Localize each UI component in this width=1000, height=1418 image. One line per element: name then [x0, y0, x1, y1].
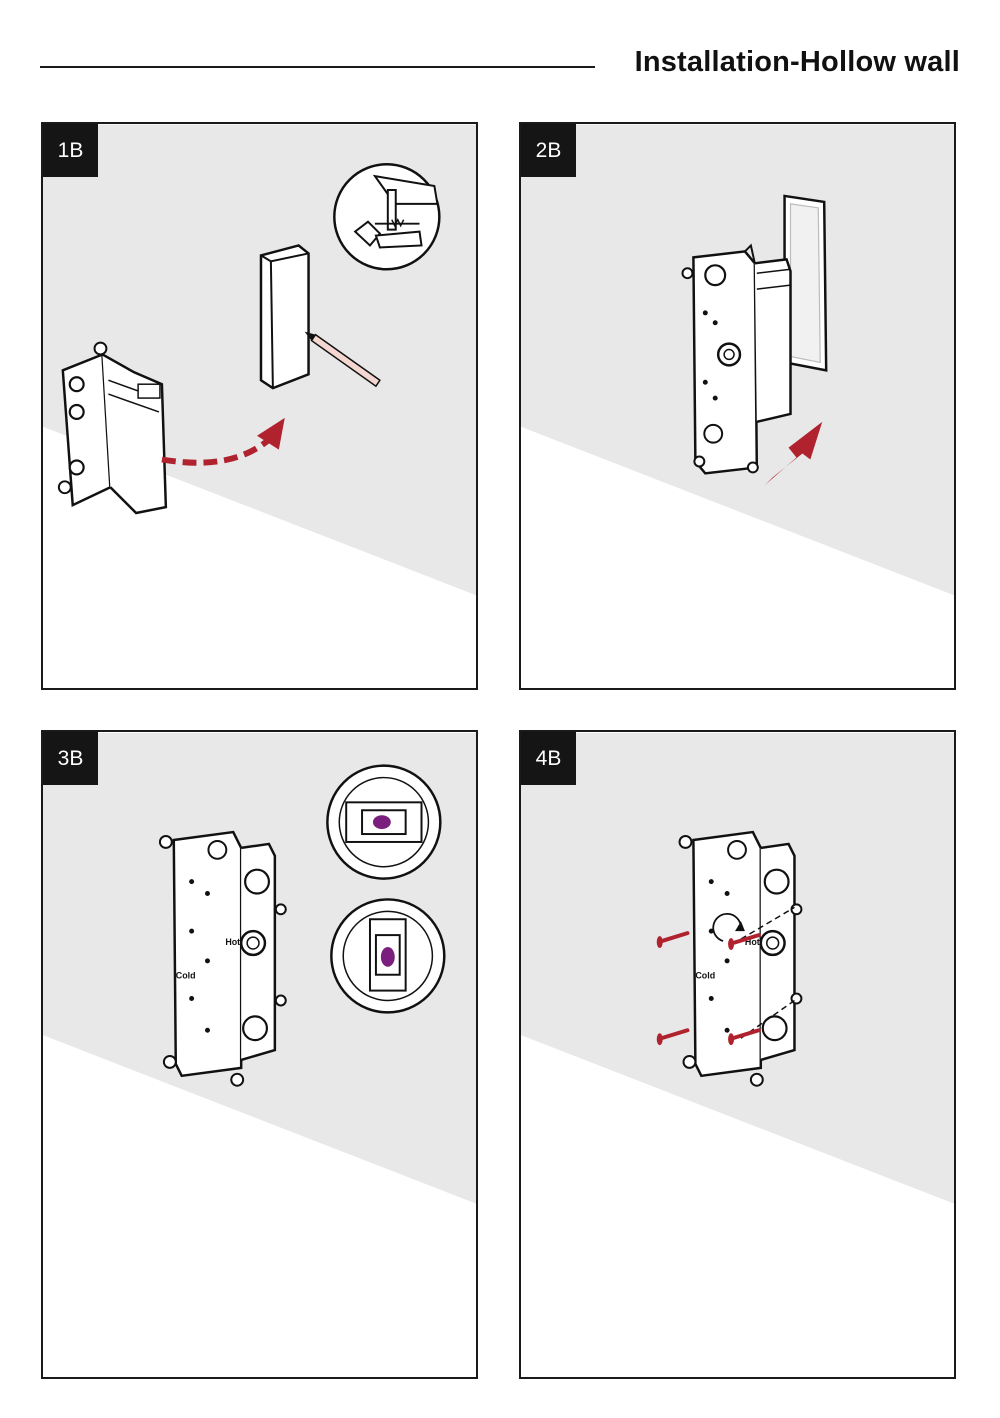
step-badge: 1B: [43, 124, 98, 177]
step-2b-panel: 2B: [519, 122, 956, 690]
screw-icon: [656, 1028, 690, 1046]
insert-arrow-icon: [764, 421, 823, 486]
step-badge: 3B: [43, 732, 98, 785]
header-rule: [40, 66, 595, 68]
step-badge: 4B: [521, 732, 576, 785]
mixing-box-front: [681, 243, 792, 475]
step-3b-illustration: Hot Cold: [43, 732, 476, 1204]
hot-label: Hot: [225, 937, 240, 947]
wall-opening: [783, 194, 828, 372]
cold-label: Cold: [695, 971, 715, 981]
mixing-box-front: Hot Cold: [158, 830, 287, 1087]
mixing-box-side: [57, 341, 168, 515]
mixing-box-front: Hot Cold: [678, 830, 803, 1087]
level-vertical-icon: [330, 898, 446, 1014]
screw-icon: [656, 931, 690, 948]
page-title: Installation-Hollow wall: [634, 46, 960, 78]
step-1b-illustration: [43, 124, 476, 596]
template-outline: [259, 244, 310, 390]
level-horizontal-icon: [326, 764, 442, 880]
step-3b-panel: 3B: [41, 730, 478, 1379]
step-4b-illustration: Hot Cold: [521, 732, 954, 1204]
dashed-arrow-icon: [161, 417, 285, 466]
step-2b-illustration: [521, 124, 954, 596]
screw-icon: [728, 933, 761, 950]
saw-detail-icon: [333, 162, 441, 271]
step-badge: 2B: [521, 124, 576, 177]
hot-label: Hot: [745, 937, 760, 947]
rotate-arrow-icon: [712, 912, 745, 942]
screw-icon: [728, 1028, 761, 1046]
step-1b-panel: 1B: [41, 122, 478, 690]
step-4b-panel: 4B Hot Cold: [519, 730, 956, 1379]
cold-label: Cold: [176, 971, 196, 981]
